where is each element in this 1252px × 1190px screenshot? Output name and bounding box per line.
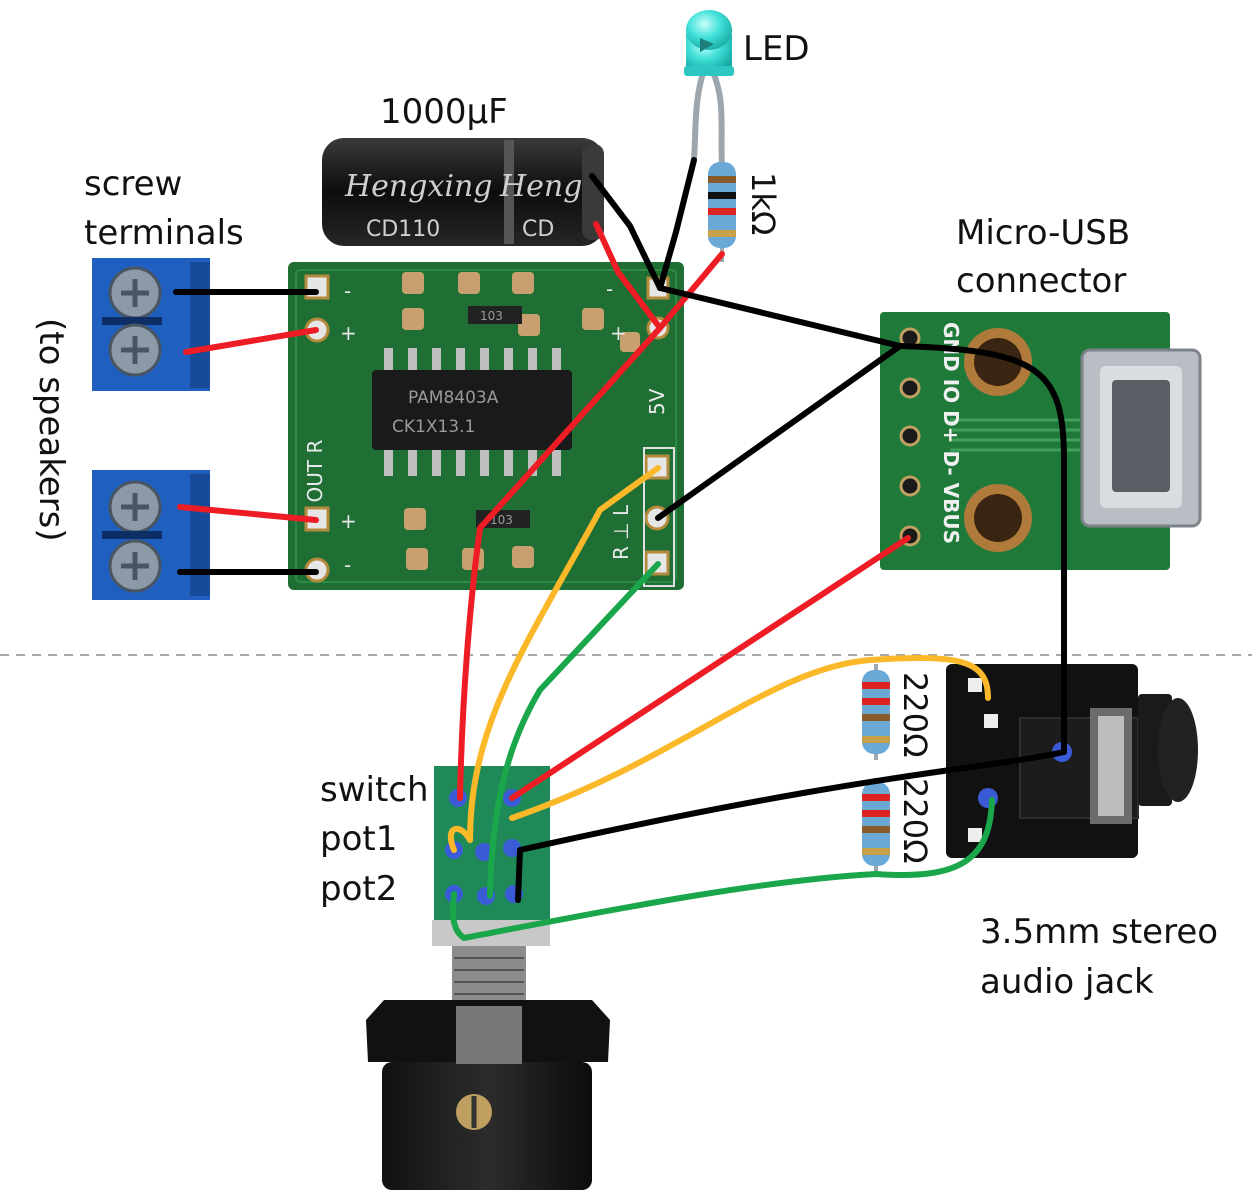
wire-black-amp-ground-usb [655,343,903,521]
resistor-1k [708,150,736,262]
capacitor-print-model-2: CD [522,217,554,242]
label-resistor-220-top: 220Ω [896,672,934,758]
wire-red-resistor [657,251,725,331]
wire-black-jack-pot [515,749,1067,903]
wire-green-amp-pot [487,561,661,899]
wire-black-usb-to-jack [897,343,1067,755]
board-label-plus-top: + [340,321,357,345]
label-to-speakers: (to speakers) [31,318,71,542]
resistor-220-bottom [862,778,890,872]
led [684,10,734,166]
label-capacitor: 1000µF [380,92,508,132]
board-label-lr: R ⊥ L [609,504,633,560]
label-switch: switch [320,770,429,810]
amplifier-board: PAM8403A CK1X13.1 103 103 L OUT R 5V R ⊥… [288,262,684,590]
label-audio-jack-line2: audio jack [980,962,1154,1002]
label-led: LED [743,29,810,69]
label-pot2: pot2 [320,869,397,909]
board-label-plus-bottom: + [340,509,357,533]
wire-red-capacitor [593,221,663,331]
screw-terminal-top [92,258,210,391]
wire-red-vbus-switch [509,535,911,801]
wire-black-led [657,157,697,291]
capacitor-1000uf: Hengxing Heng CD110 CD [322,138,604,246]
smd-resistor-label-bottom: 103 [490,513,513,527]
screw-terminal-bottom [92,470,210,600]
audio-jack [946,664,1198,858]
wire-black-capacitor [589,173,663,291]
wires [173,157,1067,941]
label-screw-terminals-line2: terminals [84,213,244,253]
usb-pin-labels: GND IO D+ D- VBUS [939,322,963,544]
label-pot1: pot1 [320,819,397,859]
wire-yellow-pot-loop [447,825,473,853]
wire-red-speaker-top [183,327,319,355]
chip-marking-line1: PAM8403A [408,388,499,408]
capacitor-print-brand-2: Heng [499,169,582,204]
board-label-5v: 5V [645,388,669,415]
wire-yellow-amp-pot [467,465,661,843]
capacitor-print-model-1: CD110 [366,217,440,242]
capacitor-print-brand-1: Hengxing [344,169,492,204]
wire-black-gnd-usb [657,285,903,349]
resistor-220-top [862,664,890,760]
board-label-minus-bottom: - [344,553,351,577]
board-label-minus-top: - [344,279,351,303]
wire-yellow-jack-pot [509,655,991,821]
label-resistor-1k: 1kΩ [744,172,782,235]
label-resistor-220-bottom: 220Ω [896,778,934,864]
label-micro-usb-line2: connector [956,261,1126,301]
wire-red-speaker-bottom [177,504,319,523]
board-label-minus-right: - [606,277,613,301]
wire-green-jack-pot [450,797,995,941]
label-micro-usb-line1: Micro-USB [956,213,1130,253]
potentiometer-switch [366,766,610,1190]
micro-usb-board: GND IO D+ D- VBUS [880,312,1202,570]
wire-red-5v-switch [457,325,663,801]
smd-resistor-label-top: 103 [480,309,503,323]
board-label-plus-right: + [610,321,627,345]
chip-marking-line2: CK1X13.1 [392,417,475,437]
label-audio-jack-line1: 3.5mm stereo [980,912,1218,952]
label-screw-terminals-line1: screw [84,164,182,204]
